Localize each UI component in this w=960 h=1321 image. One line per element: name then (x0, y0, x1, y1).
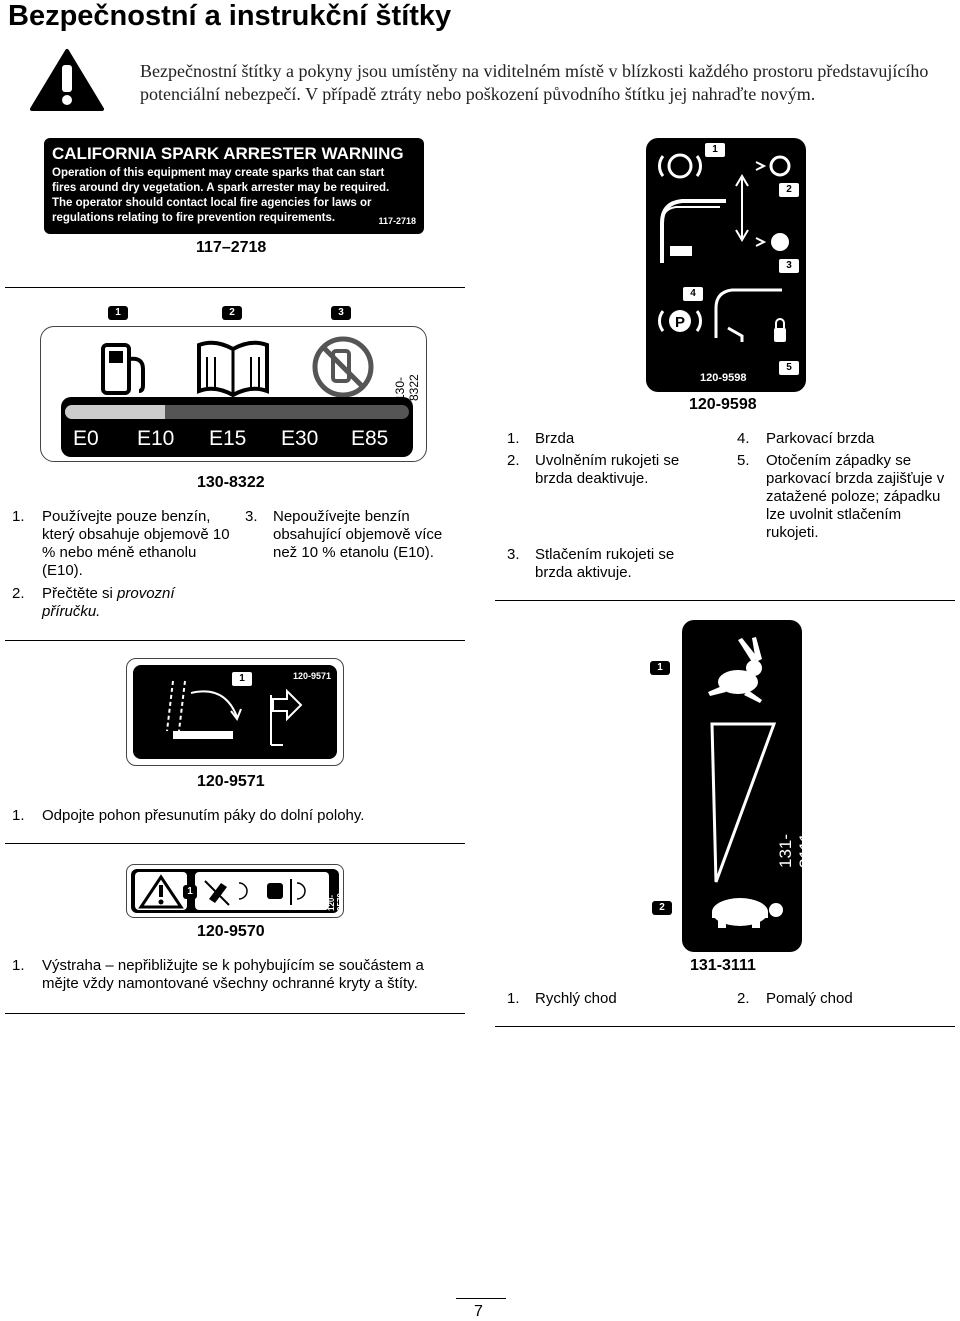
item-text: Brzda (535, 430, 575, 447)
divider (5, 843, 465, 844)
item-number: 5. (737, 452, 750, 469)
item-text: Stlačením rukojeti se brzda aktivuje. (535, 546, 675, 581)
item-number: 1. (12, 807, 25, 824)
decal-caption: 120-9598 (689, 396, 757, 413)
manual-book-icon (197, 340, 269, 398)
callout-badge: 3 (778, 258, 800, 274)
scale-label: E10 (137, 427, 175, 450)
decal-caption: 120-9571 (197, 773, 265, 790)
item-text: Otočením západky se parkovací brzda zaji… (766, 452, 945, 541)
scale-label: E15 (209, 427, 247, 450)
decal-caption: 131-3111 (690, 957, 756, 974)
item-text: Přečtěte si provozní příručku. (42, 585, 222, 621)
item-text: Pomalý chod (766, 990, 853, 1007)
item-number: 3. (245, 508, 258, 525)
item-number: 1. (507, 990, 520, 1007)
item-text: Odpojte pohon přesunutím páky do dolní p… (42, 807, 365, 824)
item-number: 1. (12, 957, 25, 974)
item-number: 2. (737, 990, 750, 1007)
decal-120-9598: P 1 2 3 4 5 120-9598 (646, 138, 806, 392)
decal-caption: 120-9570 (197, 923, 265, 940)
item-number: 3. (507, 546, 520, 563)
lever-down-icon (166, 680, 303, 746)
divider (495, 600, 955, 601)
moving-parts-warning-icon (135, 872, 329, 910)
callout-badge: 2 (778, 182, 800, 198)
page-title: Bezpečnostní a instrukční štítky (8, 0, 452, 32)
item-number: 1. (507, 430, 520, 447)
item-number: 2. (507, 452, 520, 469)
callout-badge: 1 (108, 306, 128, 320)
divider (5, 1013, 465, 1014)
ethanol-scale: E0 E10 E15 E30 E85 (61, 397, 413, 457)
svg-text:P: P (675, 314, 685, 331)
decal-130-8322: 130-8322 E0 E10 E15 E30 E85 (40, 326, 427, 462)
item-number: 1. (12, 508, 25, 525)
decal-line: regulations relating to fire prevention … (52, 212, 336, 224)
scale-bar (65, 405, 409, 419)
decal-line: The operator should contact local fire a… (52, 197, 372, 209)
item-text: Rychlý chod (535, 990, 617, 1007)
intro-text: Bezpečnostní štítky a pokyny jsou umístě… (140, 61, 929, 104)
item-text: Parkovací brzda (766, 430, 875, 447)
divider (5, 640, 465, 641)
item-text-plain: Přečtěte si (42, 585, 118, 602)
speed-range-icon (708, 637, 783, 928)
decal-120-9570: 1 120-9570 (131, 869, 345, 913)
decal-code: 131-3111 (776, 832, 815, 868)
rabbit-icon (708, 637, 762, 703)
callout-badge: 2 (222, 306, 242, 320)
callout-badge: 2 (652, 901, 672, 915)
callout-badge: 3 (331, 306, 351, 320)
callout-badge: 4 (682, 286, 704, 302)
callout-badge: 1 (650, 661, 670, 675)
no-fuel-icon (312, 336, 374, 398)
decal-code: 117-2718 (378, 216, 416, 226)
divider (495, 1026, 955, 1027)
item-text: Používejte pouze benzín, který obsahuje … (42, 508, 230, 579)
decal-heading: CALIFORNIA SPARK ARRESTER WARNING (52, 144, 404, 163)
page-number-rule (456, 1298, 506, 1299)
fuel-pump-icon (101, 343, 145, 395)
decal-code: 120-9570 (327, 893, 345, 911)
item-text-italic: provozní příručku. (42, 585, 175, 620)
warning-triangle-icon (30, 49, 104, 111)
decal-code: 120-9571 (293, 671, 332, 681)
callout-badge: 1 (183, 885, 197, 899)
decal-body: Operation of this equipment may create s… (52, 166, 389, 226)
item-text: Uvolněním rukojeti se brzda deaktivuje. (535, 452, 680, 487)
decal-120-9571: 1 120-9571 (133, 665, 337, 759)
brake-handle-icon: P (658, 153, 791, 342)
decal-120-9570-frame: 1 120-9570 (126, 864, 345, 918)
callout-badge: 5 (778, 360, 800, 376)
callout-badge: 1 (231, 671, 253, 687)
decal-line: Operation of this equipment may create s… (52, 167, 385, 179)
decal-120-9571-frame: 1 120-9571 (126, 658, 344, 766)
item-number: 4. (737, 430, 750, 447)
scale-label: E0 (73, 427, 99, 450)
decal-caption: 130-8322 (197, 474, 265, 491)
decal-line: fires around dry vegetation. A spark arr… (52, 182, 390, 194)
item-number: 2. (12, 585, 25, 602)
item-text: Výstraha – nepřibližujte se k pohybující… (42, 957, 424, 992)
decal-code: 120-9598 (700, 372, 747, 384)
scale-allowed (65, 405, 165, 419)
decal-117-2718: CALIFORNIA SPARK ARRESTER WARNING Operat… (44, 138, 424, 234)
decal-caption: 117–2718 (196, 239, 267, 256)
callout-badge: 1 (704, 142, 726, 158)
page-number: 7 (474, 1303, 483, 1320)
scale-label: E85 (351, 427, 389, 450)
decal-131-3111: 131-3111 (682, 620, 815, 952)
scale-label: E30 (281, 427, 319, 450)
turtle-icon (712, 898, 783, 928)
item-text: Nepoužívejte benzín obsahující objemově … (273, 508, 443, 561)
divider (5, 287, 465, 288)
